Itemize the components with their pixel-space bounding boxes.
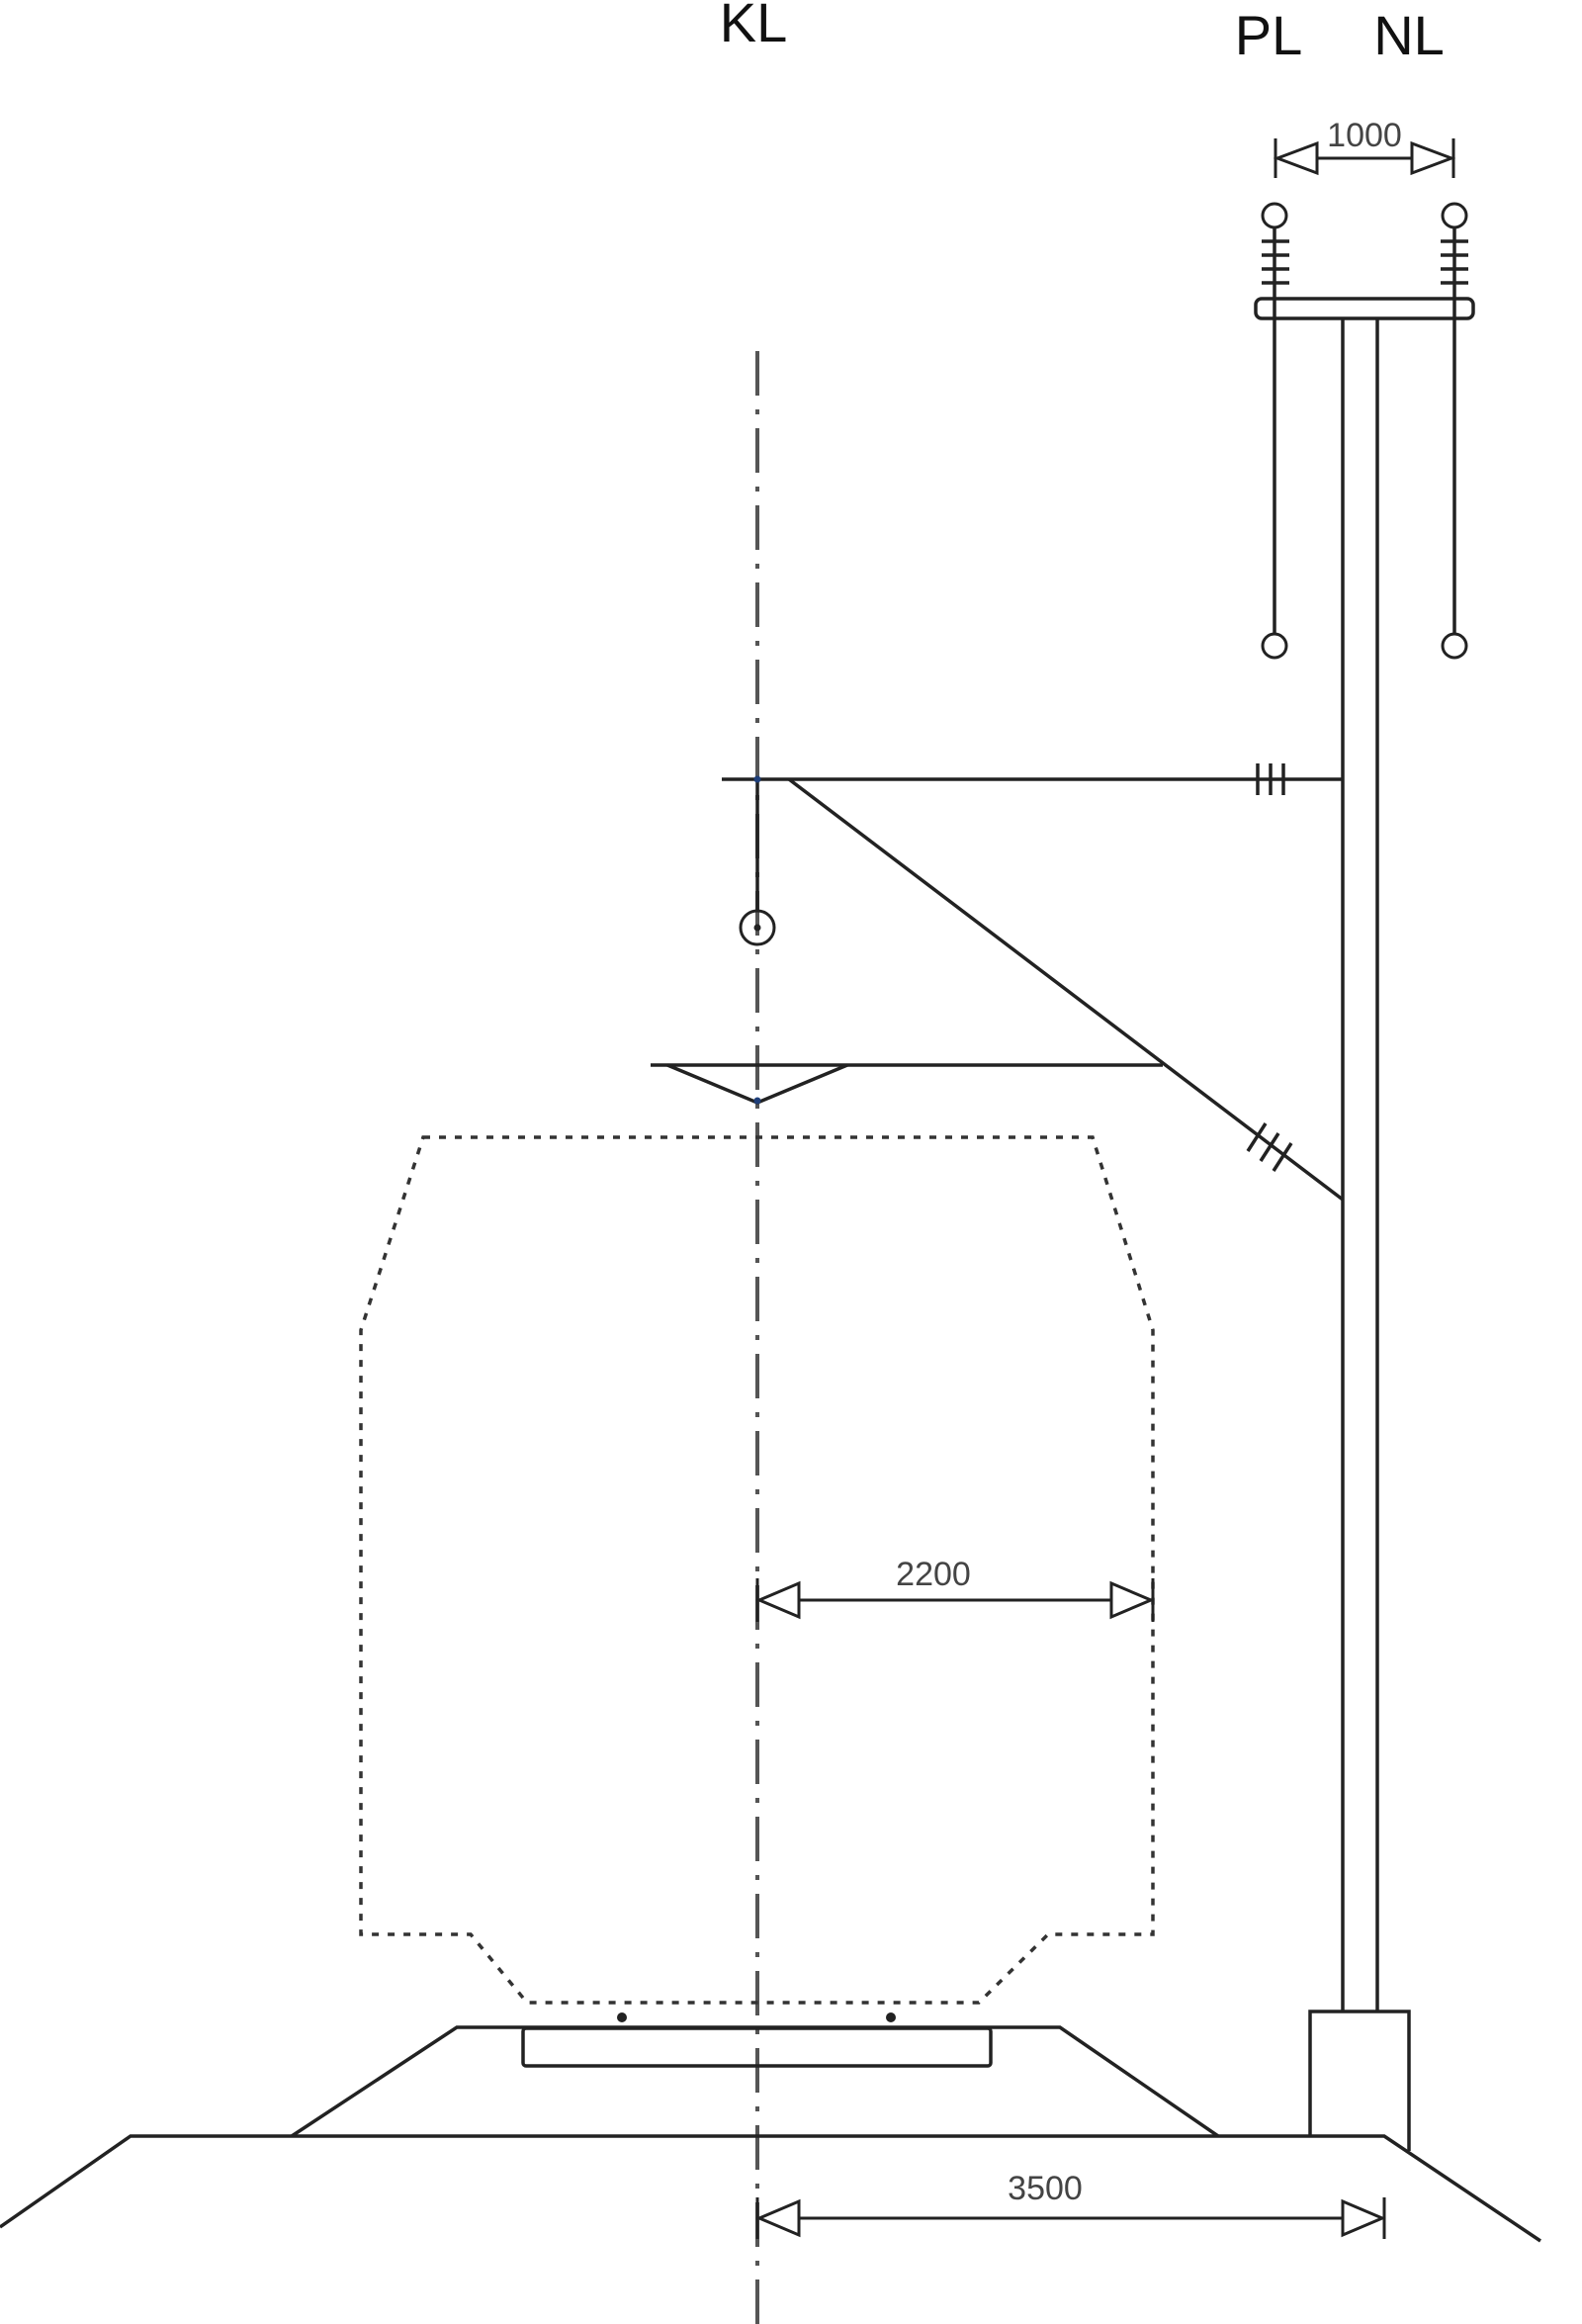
mast-foundation	[1308, 2010, 1411, 2151]
feeder-spacing-dimension: 1000	[1273, 117, 1456, 178]
gauge-half-width-value: 2200	[896, 1556, 971, 1593]
messenger-wire	[739, 775, 776, 946]
embankment	[0, 2134, 1541, 2243]
contact-wire-point	[753, 1097, 761, 1105]
mast-top-crossarm	[1254, 297, 1475, 320]
pl-label: PL	[1235, 4, 1303, 66]
positive-feeder-line	[1261, 202, 1289, 660]
negative-feeder-line	[1441, 202, 1468, 660]
cantilever-arm	[722, 763, 1343, 795]
vehicle-gauge-outline	[359, 1135, 1155, 2005]
mast-distance-dimension: 3500	[755, 2170, 1386, 2239]
gauge-half-width-dimension: 2200	[755, 1556, 1155, 1622]
feeder-spacing-value: 1000	[1327, 117, 1402, 154]
ballast-bed	[291, 2025, 1219, 2138]
mast-distance-value: 3500	[1008, 2170, 1083, 2207]
right-rail	[886, 2012, 896, 2022]
suspension-point	[753, 775, 761, 783]
left-rail	[617, 2012, 627, 2022]
registration-arm	[651, 1063, 1163, 1105]
nl-label: NL	[1373, 4, 1445, 66]
mast	[1341, 318, 1379, 2011]
kl-label: KL	[720, 0, 788, 53]
cantilever-brace	[787, 777, 1345, 1202]
